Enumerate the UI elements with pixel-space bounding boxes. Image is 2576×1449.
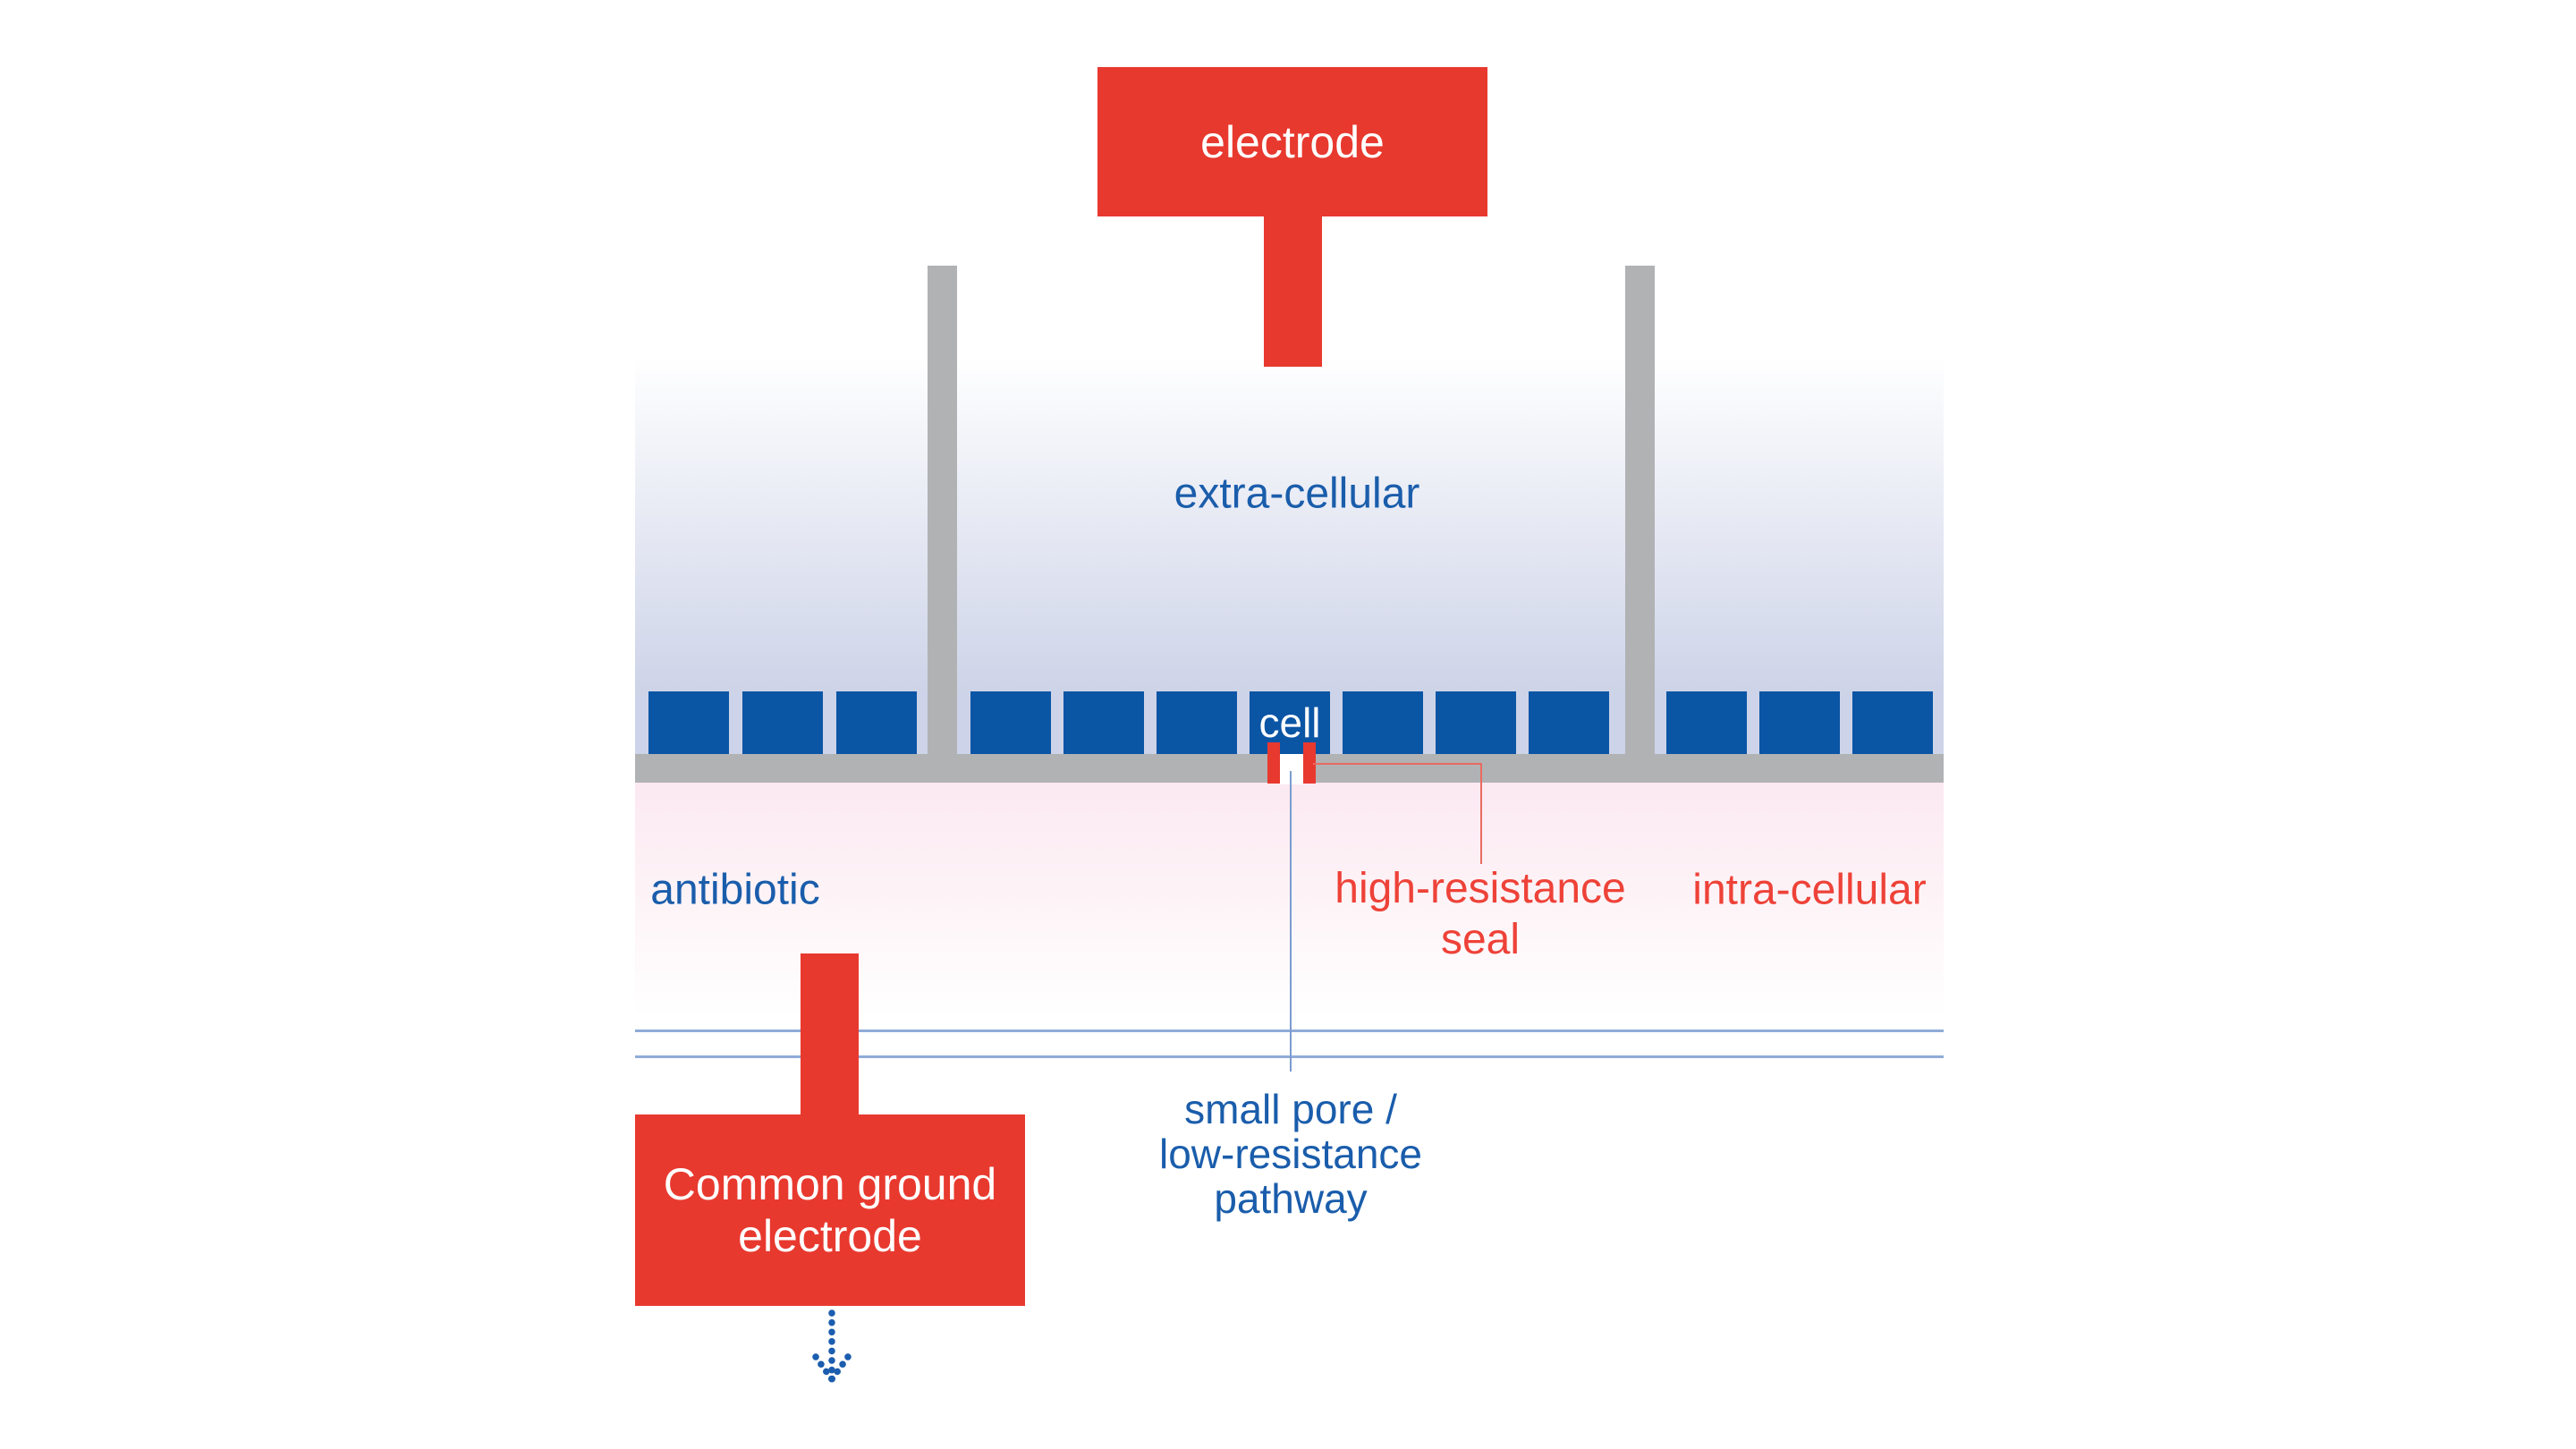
cell-label: cell	[1258, 699, 1321, 746]
common-ground-label-line1: Common ground	[663, 1159, 997, 1209]
antibiotic-label: antibiotic	[650, 866, 820, 914]
extracellular-label: extra-cellular	[1174, 470, 1420, 518]
high-resistance-seal-label-line2: seal	[1440, 916, 1521, 963]
cell-membrane-block	[742, 691, 823, 754]
recording-electrode-label: electrode	[1200, 116, 1385, 167]
pore-connector-line	[1290, 771, 1292, 1072]
cell-membrane-block	[1436, 691, 1516, 754]
well-wall-right	[1625, 266, 1655, 783]
recording-electrode: electrode	[1097, 67, 1487, 216]
recording-electrode-stem	[1264, 216, 1322, 367]
boundary-line-lower	[635, 1055, 1944, 1058]
ground-electrode-stem	[801, 953, 859, 1118]
cell-membrane-block	[1852, 691, 1933, 754]
cell-membrane-block	[648, 691, 729, 754]
pore-opening	[1279, 754, 1304, 784]
small-pore-label: small pore / low-resistance pathway	[1159, 1087, 1422, 1221]
ground-current-arrow-icon	[812, 1309, 852, 1383]
seal-connector-line-vertical	[1480, 763, 1482, 864]
extracellular-chamber-right	[1655, 268, 1944, 754]
boundary-line-upper	[635, 1030, 1944, 1032]
high-resistance-seal-label-line1: high-resistance	[1335, 865, 1626, 912]
cell-membrane-block	[970, 691, 1051, 754]
extracellular-chamber-left	[635, 268, 928, 754]
small-pore-label-line1: small pore /	[1184, 1086, 1397, 1132]
cell-membrane-block	[1063, 691, 1144, 754]
seal-mark-right	[1303, 742, 1316, 784]
cell-membrane-block	[1529, 691, 1609, 754]
cell-membrane-block	[1666, 691, 1747, 754]
cell-membrane-block	[1759, 691, 1840, 754]
intracellular-label: intra-cellular	[1692, 866, 1927, 914]
common-ground-label: Common ground electrode	[664, 1158, 996, 1262]
small-pore-label-line2: low-resistance	[1159, 1131, 1422, 1177]
small-pore-label-line3: pathway	[1214, 1175, 1368, 1222]
well-wall-left	[928, 266, 957, 783]
common-ground-electrode: Common ground electrode	[635, 1114, 1025, 1306]
seal-mark-left	[1267, 742, 1280, 784]
common-ground-label-line2: electrode	[738, 1211, 922, 1261]
seal-connector-line-horizontal	[1313, 763, 1482, 765]
cell-membrane-block	[836, 691, 917, 754]
high-resistance-seal-label: high-resistance seal	[1335, 863, 1626, 965]
cell-membrane-block	[1343, 691, 1423, 754]
labeled-cell-block: cell	[1250, 691, 1330, 754]
cell-membrane-block	[1157, 691, 1237, 754]
